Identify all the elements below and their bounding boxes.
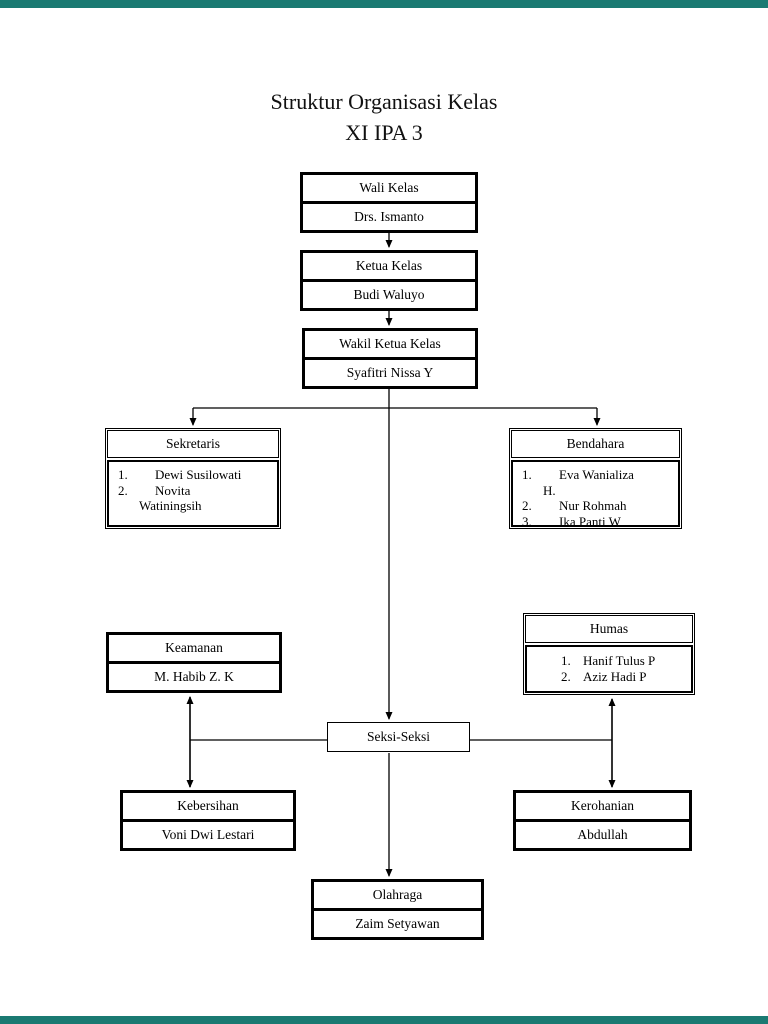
list-item: 2. Nur Rohmah bbox=[522, 498, 627, 513]
chart-title-line1: Struktur Organisasi Kelas bbox=[270, 89, 498, 114]
list-item: 2. Novita bbox=[118, 482, 191, 498]
node-title: Seksi-Seksi bbox=[366, 729, 430, 744]
node-title: Wali Kelas bbox=[359, 180, 419, 195]
list-item-wrap: Watiningsih bbox=[139, 498, 202, 513]
node-title: Wakil Ketua Kelas bbox=[339, 336, 441, 351]
node-title: Olahraga bbox=[372, 887, 423, 902]
node-ketua-kelas: Ketua Kelas Budi Waluyo bbox=[300, 250, 478, 311]
node-olahraga: Olahraga Zaim Setyawan bbox=[311, 879, 484, 940]
node-kerohanian: Kerohanian Abdullah bbox=[513, 790, 692, 851]
node-member-name: M. Habib Z. K bbox=[109, 661, 279, 690]
node-wakil-ketua-kelas: Wakil Ketua Kelas Syafitri Nissa Y bbox=[302, 328, 478, 389]
node-title: Sekretaris bbox=[107, 430, 279, 458]
member-list: 1. Hanif Tulus P 2. Aziz Hadi P bbox=[525, 645, 693, 693]
node-title: Kebersihan bbox=[177, 798, 239, 813]
page-edge-bar-top bbox=[0, 0, 768, 8]
node-sekretaris: Sekretaris 1. Dewi Susilowati 2. Novita … bbox=[105, 428, 281, 529]
node-member-name: Syafitri Nissa Y bbox=[305, 357, 475, 386]
list-item: 1. Hanif Tulus P bbox=[561, 653, 656, 668]
node-seksi-seksi: Seksi-Seksi bbox=[327, 722, 470, 752]
chart-title-line2: XI IPA 3 bbox=[345, 120, 423, 145]
node-title: Keamanan bbox=[165, 640, 223, 655]
member-list: 1. Eva Wanializa H. 2. Nur Rohmah 3. Ika… bbox=[511, 460, 680, 529]
node-keamanan: Keamanan M. Habib Z. K bbox=[106, 632, 282, 693]
chart-title: Struktur Organisasi Kelas XI IPA 3 bbox=[0, 86, 768, 148]
node-humas: Humas 1. Hanif Tulus P 2. Aziz Hadi P bbox=[523, 613, 695, 695]
node-member-name: Voni Dwi Lestari bbox=[123, 819, 293, 848]
node-member-name: Abdullah bbox=[516, 819, 689, 848]
list-item: 2. Aziz Hadi P bbox=[561, 668, 647, 684]
node-bendahara: Bendahara 1. Eva Wanializa H. 2. Nur Roh… bbox=[509, 428, 682, 529]
node-title: Humas bbox=[525, 615, 693, 643]
node-title: Ketua Kelas bbox=[355, 258, 423, 273]
node-member-name: Zaim Setyawan bbox=[314, 908, 481, 937]
node-member-name: Budi Waluyo bbox=[303, 279, 475, 308]
node-wali-kelas: Wali Kelas Drs. Ismanto bbox=[300, 172, 478, 233]
list-item: 1. Eva Wanializa bbox=[522, 467, 634, 482]
node-kebersihan: Kebersihan Voni Dwi Lestari bbox=[120, 790, 296, 851]
list-item: 3. Ika Panti W bbox=[522, 513, 621, 529]
list-item: 1. Dewi Susilowati bbox=[118, 467, 242, 482]
member-list: 1. Dewi Susilowati 2. Novita Watiningsih bbox=[107, 460, 279, 527]
node-member-name: Drs. Ismanto bbox=[303, 201, 475, 230]
node-title: Bendahara bbox=[511, 430, 680, 458]
list-item-wrap: H. bbox=[543, 482, 556, 498]
node-title: Kerohanian bbox=[571, 798, 634, 813]
page-edge-bar-bottom bbox=[0, 1016, 768, 1024]
